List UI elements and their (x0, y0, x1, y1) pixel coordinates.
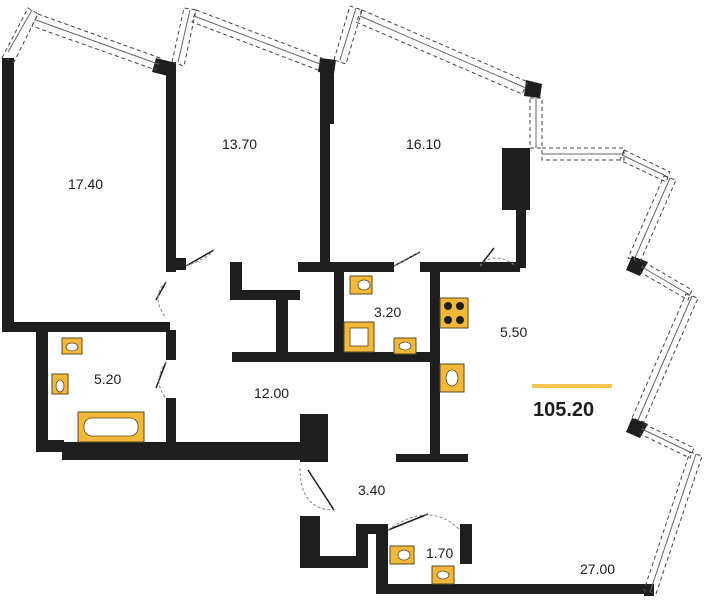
total-area-accent-bar (532, 384, 612, 388)
total-area: 105.20 (533, 399, 594, 421)
room-area-bedroom-middle: 13.70 (222, 136, 257, 152)
room-area-entrance: 3.40 (358, 482, 385, 498)
shower-icon (343, 321, 375, 353)
room-area-hallway: 12.00 (254, 385, 289, 401)
fixtures (51, 275, 469, 585)
room-area-bedroom-left: 17.40 (68, 176, 103, 192)
walls (2, 58, 654, 596)
room-area-kitchen-niche: 5.50 (500, 324, 527, 340)
room-area-bedroom-right: 16.10 (406, 136, 441, 152)
room-area-bathroom-right: 3.20 (374, 304, 401, 320)
doors (155, 247, 517, 531)
windows (1, 5, 703, 595)
room-area-toilet: 1.70 (426, 545, 453, 561)
stove-icon (439, 297, 469, 329)
room-area-living-room: 27.00 (580, 561, 615, 577)
room-area-bathroom-left: 5.20 (94, 371, 121, 387)
room-labels: 17.40 13.70 16.10 3.20 5.50 5.20 12.00 3… (68, 136, 615, 577)
